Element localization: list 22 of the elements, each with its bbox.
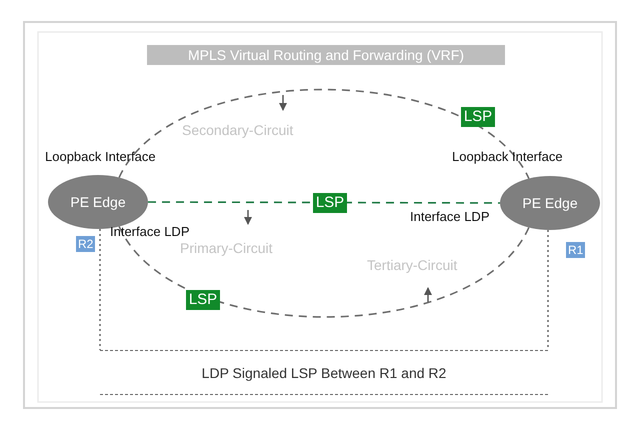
circuit-label: Tertiary-Circuit	[367, 257, 458, 273]
connector	[99, 228, 101, 350]
router-id-tag: R2	[76, 236, 96, 252]
connector	[118, 88, 530, 179]
node-label: PE Edge	[70, 194, 126, 210]
edge-label: LSP	[186, 290, 220, 310]
interface-label: Interface LDP	[110, 224, 190, 240]
circuit-label: Secondary-Circuit	[182, 122, 294, 138]
box-label: LDP Signaled LSP Between R1 and R2	[202, 364, 446, 380]
dotted-box	[100, 350, 548, 395]
node-label: PE Edge	[522, 195, 578, 211]
connector	[118, 226, 530, 318]
router-id-tag: R1	[566, 242, 586, 258]
interface-label: Interface LDP	[410, 209, 490, 225]
connector	[148, 201, 500, 204]
circuit-label: Primary-Circuit	[180, 240, 273, 256]
interface-label: Loopback Interface	[45, 149, 156, 165]
edge-label: LSP	[313, 193, 347, 213]
edge-label: LSP	[461, 107, 495, 127]
connector	[547, 230, 549, 350]
diagram-title: MPLS Virtual Routing and Forwarding (VRF)	[147, 45, 505, 65]
interface-label: Loopback Interface	[452, 149, 563, 165]
